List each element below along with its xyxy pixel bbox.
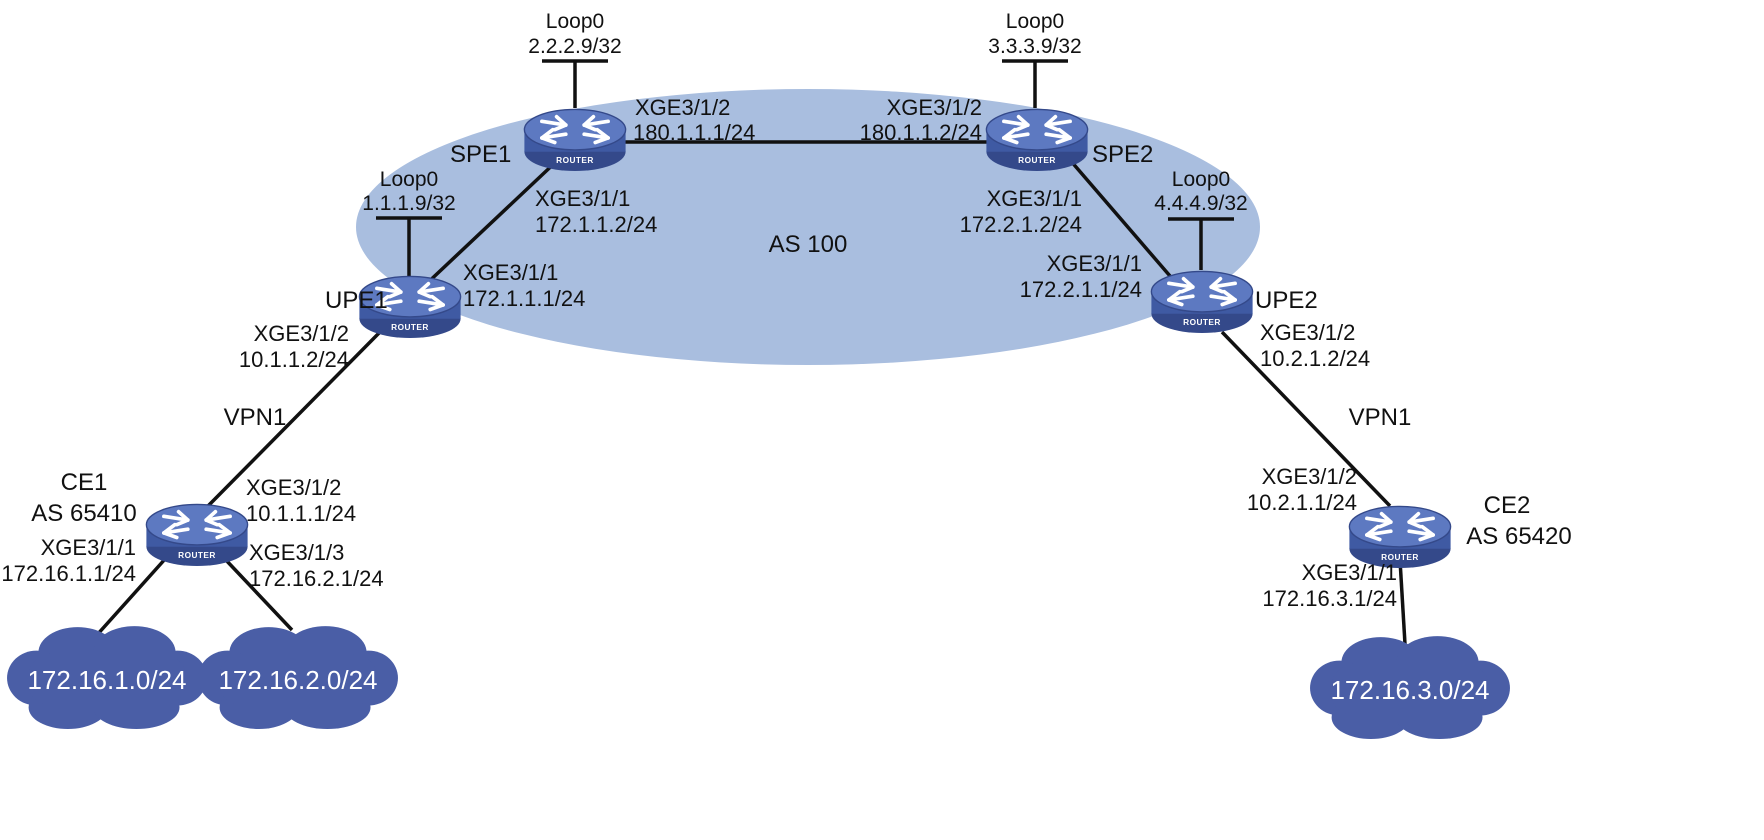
interface-port-ce1-xge313: XGE3/1/3 [249, 540, 344, 565]
link-ce1-net2 [222, 556, 294, 632]
interface-port-spe2-xge312: XGE3/1/2 [887, 95, 982, 120]
interface-port-upe2-xge312: XGE3/1/2 [1260, 320, 1355, 345]
loopback-ip-upe1: 1.1.1.9/32 [362, 192, 455, 215]
router-icon[interactable]: ROUTER [522, 107, 628, 173]
interface-ip-spe2-xge311: 172.2.1.2/24 [960, 212, 1082, 237]
interface-port-spe1-xge312: XGE3/1/2 [635, 95, 730, 120]
router-icon[interactable]: ROUTER [1149, 269, 1255, 335]
loopback-ip-spe1: 2.2.2.9/32 [528, 35, 621, 58]
loopback-ip-upe2: 4.4.4.9/32 [1154, 192, 1247, 215]
router-icon[interactable]: ROUTER [1347, 504, 1453, 570]
router-caption: ROUTER [1018, 156, 1056, 165]
vpn-label-left: VPN1 [224, 404, 287, 431]
router-caption: ROUTER [556, 156, 594, 165]
interface-ip-upe2-xge311: 172.2.1.1/24 [1020, 277, 1142, 302]
router-name-upe1: UPE1 [325, 287, 388, 314]
interface-port-ce2-xge312: XGE3/1/2 [1262, 464, 1357, 489]
router-icon[interactable]: ROUTER [144, 502, 250, 568]
loopback-stub-icon [376, 216, 442, 276]
interface-port-ce2-xge311: XGE3/1/1 [1302, 560, 1397, 585]
link-ce1-net1 [94, 556, 168, 638]
interface-ip-upe1-xge312: 10.1.1.2/24 [239, 347, 349, 372]
link-spe1-upe1 [420, 156, 562, 290]
link-ce2-net3 [1398, 559, 1407, 645]
interface-port-upe2-xge311: XGE3/1/1 [1047, 251, 1142, 276]
interface-port-ce1-xge312: XGE3/1/2 [246, 475, 341, 500]
links [94, 140, 1407, 645]
router-icon[interactable]: ROUTER [984, 107, 1090, 173]
link-upe2-ce2 [1220, 330, 1392, 508]
interface-ip-spe1-xge311: 172.1.1.2/24 [535, 212, 657, 237]
router-as-ce2: AS 65420 [1466, 523, 1571, 550]
interface-ip-ce1-xge311: 172.16.1.1/24 [1, 561, 136, 586]
interface-ip-upe2-xge312: 10.2.1.2/24 [1260, 346, 1370, 371]
as-label: AS 100 [769, 231, 848, 258]
router-as-ce1: AS 65410 [31, 500, 136, 527]
interface-ip-ce1-xge313: 172.16.2.1/24 [249, 566, 384, 591]
network-label-net1: 172.16.1.0/24 [27, 665, 186, 695]
loopback-stub-icon [1002, 59, 1068, 108]
interface-ip-spe2-xge312: 180.1.1.2/24 [860, 120, 982, 145]
interface-port-spe2-xge311: XGE3/1/1 [987, 186, 1082, 211]
loopback-name-spe1: Loop0 [546, 10, 604, 33]
link-spe2-upe2 [1068, 158, 1172, 278]
router-name-upe2: UPE2 [1255, 287, 1318, 314]
router-name-spe1: SPE1 [450, 141, 511, 168]
loopback-stub-icon [1168, 217, 1234, 270]
interface-ip-ce1-xge312: 10.1.1.1/24 [246, 501, 356, 526]
router-icon[interactable]: ROUTER [357, 274, 463, 340]
router-caption: ROUTER [1381, 553, 1419, 562]
loopback-name-upe1: Loop0 [380, 168, 438, 191]
loopback-name-spe2: Loop0 [1006, 10, 1064, 33]
interface-ip-ce2-xge312: 10.2.1.1/24 [1247, 490, 1357, 515]
link-upe1-ce1 [206, 328, 384, 508]
router-caption: ROUTER [178, 551, 216, 560]
router-name-spe2: SPE2 [1092, 141, 1153, 168]
interface-ip-ce2-xge311: 172.16.3.1/24 [1262, 586, 1397, 611]
interface-port-ce1-xge311: XGE3/1/1 [41, 535, 136, 560]
vpn-label-right: VPN1 [1349, 404, 1412, 431]
loopback-stub-icon [542, 59, 608, 108]
interface-port-upe1-xge311: XGE3/1/1 [463, 260, 558, 285]
router-caption: ROUTER [391, 323, 429, 332]
interface-ip-upe1-xge311: 172.1.1.1/24 [463, 286, 585, 311]
router-name-ce2: CE2 [1484, 492, 1531, 519]
loopback-name-upe2: Loop0 [1172, 168, 1230, 191]
as-region-ellipse [356, 89, 1260, 365]
interface-port-upe1-xge312: XGE3/1/2 [254, 321, 349, 346]
interface-ip-spe1-xge312: 180.1.1.1/24 [633, 120, 755, 145]
interface-port-spe1-xge311: XGE3/1/1 [535, 186, 630, 211]
router-name-ce1: CE1 [61, 469, 108, 496]
network-label-net2: 172.16.2.0/24 [218, 665, 377, 695]
network-label-net3: 172.16.3.0/24 [1330, 675, 1489, 705]
router-caption: ROUTER [1183, 318, 1221, 327]
loopback-ip-spe2: 3.3.3.9/32 [988, 35, 1081, 58]
